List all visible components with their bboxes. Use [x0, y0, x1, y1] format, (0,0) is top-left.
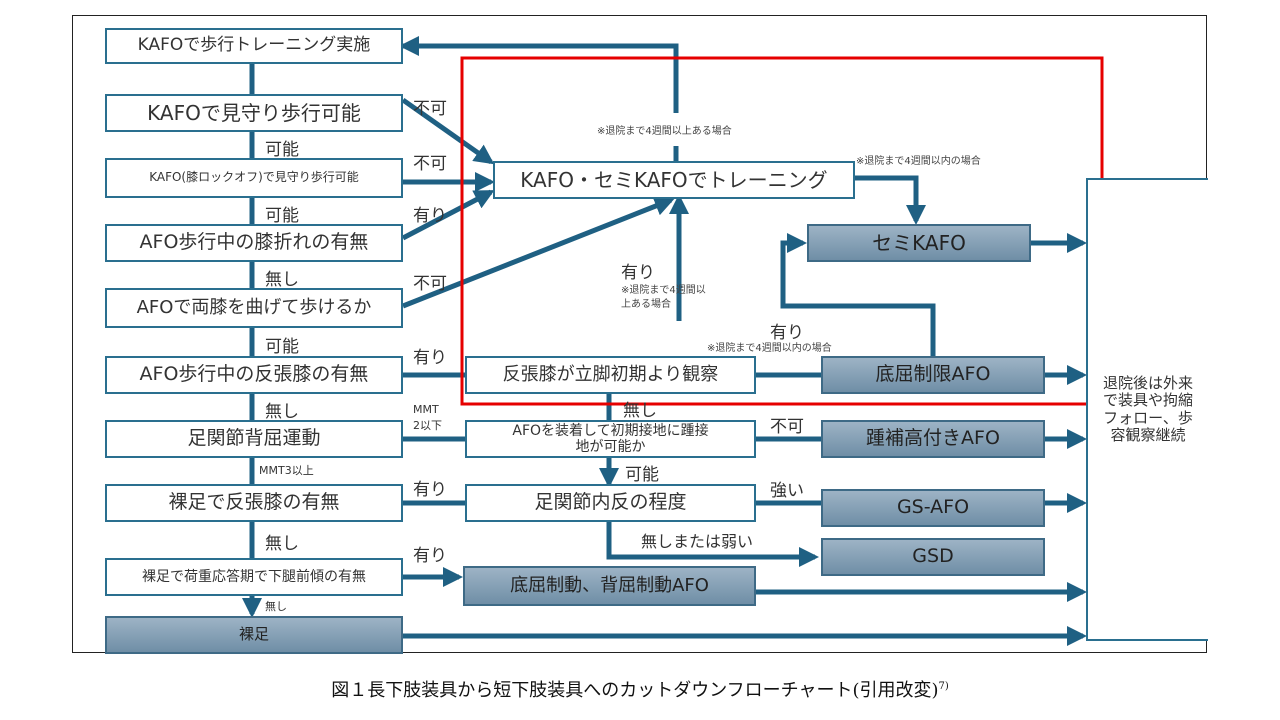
figure-caption: 図１長下肢装具から短下肢装具へのカットダウンフローチャート(引用改変)7) [0, 676, 1280, 702]
node-afo-knee-buckling: AFO歩行中の膝折れの有無 [105, 224, 403, 262]
node-kafo-semi-training: KAFO・セミKAFOでトレーニング [493, 161, 855, 199]
label-possible-3: 可能 [265, 337, 299, 357]
label-present-within4w: 有り [770, 323, 804, 343]
edge-training-to-semikafo [855, 175, 926, 225]
label-present-3: 有り [413, 480, 447, 500]
label-present-over4w: 有り [621, 263, 655, 283]
label-none-4: 無し [265, 600, 287, 613]
label-possible-2: 可能 [265, 206, 299, 226]
label-no-good-3: 不可 [413, 274, 447, 294]
label-mmt-high: MMT3以上 [259, 464, 314, 477]
edge-knee-buckling-yes [401, 189, 495, 241]
edge-to-kafo-training [399, 36, 679, 113]
label-none-3: 無し [265, 534, 299, 554]
label-none-2: 無し [265, 402, 299, 422]
note-over4w-mid-2: 上ある場合 [621, 299, 671, 310]
flowchart-frame: KAFOで歩行トレーニング実施 KAFOで見守り歩行可能 KAFO(膝ロックオフ… [72, 15, 1208, 654]
label-present-1: 有り [413, 206, 447, 226]
node-kafo-supervised: KAFOで見守り歩行可能 [105, 94, 403, 132]
node-kafo-training: KAFOで歩行トレーニング実施 [105, 28, 403, 64]
label-possible-heel: 可能 [625, 465, 659, 485]
label-none-mid: 無し [623, 401, 657, 421]
connector-layer [242, 36, 1104, 646]
label-no-good-heel: 不可 [770, 417, 804, 437]
note-within4w-top: ※退院まで4週間以内の場合 [856, 156, 981, 167]
label-present-2: 有り [413, 348, 447, 368]
node-semi-kafo: セミKAFO [807, 224, 1031, 262]
edge-inversion-weak [606, 522, 819, 567]
label-present-4: 有り [413, 546, 447, 566]
node-heel-contact-q: AFOを装着して初期接地に踵接地が可能か [465, 420, 756, 458]
label-no-good-2: 不可 [413, 154, 447, 174]
edge-kafo-supervised-ng [401, 97, 495, 165]
note-over4w-top: ※退院まで4週間以上ある場合 [597, 126, 732, 137]
note-over4w-mid-1: ※退院まで4週間以 [621, 285, 706, 296]
caption-ref: 7) [938, 681, 949, 692]
label-mmt-low-2: 2以下 [413, 419, 442, 432]
label-strong: 強い [770, 481, 804, 501]
label-mmt-low-1: MMT [413, 403, 439, 416]
label-possible-1: 可能 [265, 140, 299, 160]
node-ankle-dorsiflexion: 足関節背屈運動 [105, 420, 403, 458]
note-within4w-mid: ※退院まで4週間以内の場合 [707, 343, 832, 354]
label-none-1: 無し [265, 270, 299, 290]
node-pf-df-control-afo: 底屈制動、背屈制動AFO [463, 566, 756, 606]
node-hyperext-observed: 反張膝が立脚初期より観察 [465, 356, 756, 394]
caption-text: 図１長下肢装具から短下肢装具へのカットダウンフローチャート(引用改変) [331, 680, 939, 701]
node-pf-stop-afo: 底屈制限AFO [821, 356, 1045, 394]
node-afo-hyperextension: AFO歩行中の反張膝の有無 [105, 356, 403, 394]
edge-bend-knees-ng [402, 196, 675, 309]
node-barefoot: 裸足 [105, 616, 403, 654]
node-afo-bend-knees: AFOで両膝を曲げて歩けるか [105, 288, 403, 328]
label-no-good-1: 不可 [413, 99, 447, 119]
edge-pfstop-to-semikafo [780, 233, 936, 356]
node-kafo-lockoff: KAFO(膝ロックオフ)で見守り歩行可能 [105, 158, 403, 198]
node-outcome: 退院後は外来で装具や拘縮フォロー、歩容観察継続 [1086, 178, 1208, 641]
node-heel-raise-afo: 踵補高付きAFO [821, 420, 1045, 458]
node-barefoot-hyperextension: 裸足で反張膝の有無 [105, 484, 403, 522]
node-ankle-inversion: 足関節内反の程度 [465, 484, 756, 522]
node-gsd: GSD [821, 538, 1045, 576]
label-none-or-weak: 無しまたは弱い [641, 532, 754, 551]
node-barefoot-shank-tilt: 裸足で荷重応答期で下腿前傾の有無 [105, 558, 403, 596]
node-gs-afo: GS-AFO [821, 489, 1045, 527]
